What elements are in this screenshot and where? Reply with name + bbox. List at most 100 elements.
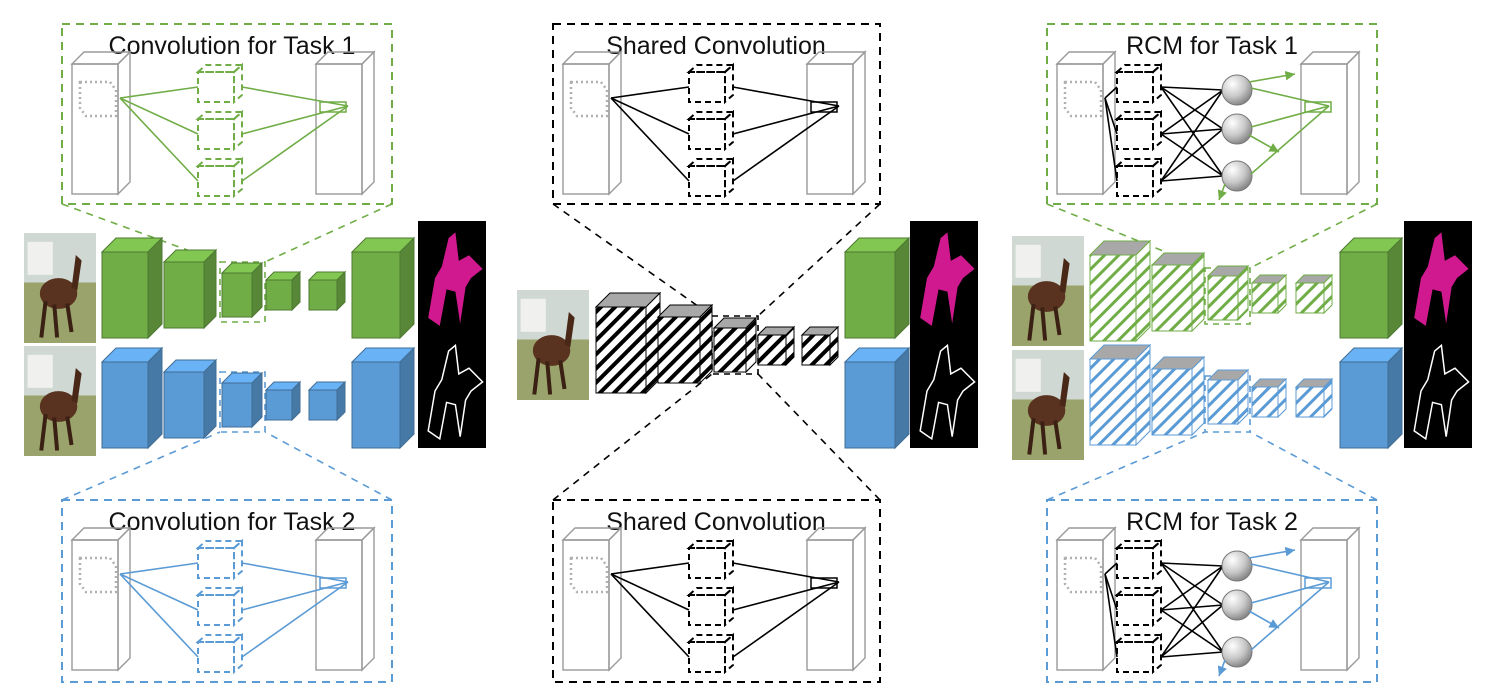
- rcm-task2-output-volume: [1299, 526, 1361, 672]
- left-task1-output-block: [350, 236, 416, 340]
- mid-task1-output-block: [843, 236, 911, 340]
- rcm-task2-edge-map: [1404, 334, 1472, 448]
- rcm-task1-edge-in-2: [1104, 97, 1118, 135]
- left-task2-encoder-layer-4: [264, 380, 302, 422]
- rcm-task2-cross-edge-1-1: [1160, 562, 1224, 567]
- rcm-task1-input-volume: [1055, 50, 1117, 196]
- rcm-task2-input-photo: [1012, 350, 1084, 460]
- rcm-task2-cross-edge-3-3: [1160, 651, 1224, 658]
- conv-task2-kernel-2: [195, 585, 245, 628]
- shared-bottom-edge-in-3: [610, 573, 690, 658]
- panel-conv-task2-frame: [61, 499, 393, 683]
- rcm-task2-encoder-layer-2: [1150, 355, 1206, 437]
- rcm-task1-neuron-sphere-1: [1221, 74, 1253, 106]
- rcm-task2-neuron-edge-3: [1250, 581, 1330, 651]
- conv-task1-input-volume: [70, 50, 132, 196]
- shared-top-kernel-2: [686, 109, 736, 152]
- panel-rcm-task2-title: RCM for Task 2: [1126, 508, 1298, 536]
- conv-task1-edge-in-1: [119, 86, 199, 99]
- rcm-task2-edge-in-3: [1104, 573, 1118, 658]
- rcm-task1-arrow-2: [1248, 134, 1280, 153]
- conv-task1-kernel-2: [195, 109, 245, 152]
- panel-conv-task1-title: Convolution for Task 1: [109, 32, 356, 60]
- rcm-task1-output-block: [1338, 236, 1404, 340]
- rcm-task2-cross-edge-2-2: [1160, 604, 1224, 611]
- shared-bottom-receptive-field: [569, 556, 609, 594]
- conv-task1-kernel-3: [195, 156, 245, 199]
- shared-bottom-edge-in-2: [610, 573, 690, 611]
- panel-rcm-task1-frame: [1046, 23, 1378, 205]
- left-task1-encoder-layer-1: [100, 236, 164, 340]
- rcm-task2-neuron-sphere-2: [1221, 589, 1253, 621]
- shared-encoder-layer-3: [712, 316, 758, 374]
- panel-rcm-task1-title: RCM for Task 1: [1126, 32, 1298, 60]
- input-output-images: [24, 221, 1472, 460]
- rcm-task1-cross-edge-1-1: [1160, 86, 1224, 91]
- conv-task2-edge-out-2: [241, 581, 349, 611]
- shared-top-edge-out-1: [732, 86, 840, 107]
- left-task2-output-block: [350, 346, 416, 450]
- rcm-task2-encoder-layer-4: [1250, 377, 1288, 419]
- rcm-task2-arrow-2: [1248, 610, 1280, 629]
- rcm-task1-encoder-layer-4: [1250, 273, 1288, 315]
- rcm-task1-edge-in-3: [1104, 97, 1118, 182]
- panel-shared-top-title: Shared Convolution: [606, 32, 826, 60]
- rcm-task2-neuron-edge-1: [1250, 563, 1330, 583]
- rcm-task2-cross-edge-3-1: [1160, 565, 1224, 658]
- rcm-task2-edge-in-2: [1104, 573, 1118, 611]
- shared-top-edge-out-2: [732, 105, 840, 135]
- rcm-task2-cross-edge-2-1: [1160, 565, 1224, 611]
- shared-bottom-kernel-3: [686, 632, 736, 675]
- rcm-task2-arrow-1: [1248, 546, 1296, 559]
- rcm-task1-neuron-edge-2: [1250, 105, 1330, 128]
- left-task1-encoder-layer-2: [162, 248, 218, 330]
- rcm-task1-cross-edge-3-1: [1160, 89, 1224, 182]
- shared-bottom-kernel-2: [686, 585, 736, 628]
- shared-encoder-layer-4: [756, 325, 796, 367]
- left-task2-encoder-layer-2: [162, 358, 218, 440]
- conv-task2-input-volume: [70, 526, 132, 672]
- rcm-task2-kernel-1: [1114, 538, 1164, 581]
- shared-bottom-edge-out-3: [732, 581, 840, 658]
- rcm-task1-encoder-layer-2: [1150, 251, 1206, 333]
- mid-task2-output-block: [843, 346, 911, 450]
- conv-task1-receptive-field: [78, 80, 118, 118]
- rcm-task1-encoder-layer-5: [1294, 273, 1334, 315]
- rcm-task2-neuron-edge-2: [1250, 581, 1330, 604]
- rcm-task1-cross-edge-2-2: [1160, 128, 1224, 135]
- rcm-task2-encoder-layer-5: [1294, 377, 1334, 419]
- shared-top-edge-in-3: [610, 97, 690, 182]
- rcm-task1-cross-edge-3-2: [1160, 128, 1224, 182]
- rcm-task2-edge-in-1: [1104, 562, 1118, 575]
- shared-bottom-edge-in-1: [610, 562, 690, 575]
- rcm-task2-kernel-2: [1114, 585, 1164, 628]
- conv-task1-kernel-1: [195, 62, 245, 105]
- rcm-task2-output-pixel: [1304, 577, 1332, 589]
- panel-frames: [61, 23, 1378, 683]
- rcm-task1-arrow-3: [1217, 183, 1227, 201]
- left-task1-segmentation-mask: [418, 221, 486, 335]
- rcm-task1-cross-edge-3-3: [1160, 175, 1224, 182]
- shared-top-edge-out-3: [732, 105, 840, 182]
- shared-top-kernel-3: [686, 156, 736, 199]
- rcm-task1-input-photo: [1012, 236, 1084, 346]
- rcm-task1-encoder-layer-1: [1088, 239, 1152, 343]
- panel-shared-bottom-title: Shared Convolution: [606, 508, 826, 536]
- rcm-task1-kernel-3: [1114, 156, 1164, 199]
- conv-task1-edge-out-1: [241, 86, 349, 107]
- conv-task2-receptive-field: [78, 556, 118, 594]
- rcm-task2-neuron-sphere-1: [1221, 550, 1253, 582]
- rcm-task2-receptive-field: [1063, 556, 1103, 594]
- left-task2-encoder-layer-5: [307, 380, 347, 422]
- panel-conv-task1-frame: [61, 23, 393, 205]
- conv-task2-kernel-1: [195, 538, 245, 581]
- shared-top-edge-in-2: [610, 97, 690, 135]
- rcm-task2-cross-edge-3-2: [1160, 604, 1224, 658]
- rcm-task2-encoder-layer-3: [1206, 368, 1250, 426]
- panel-internals: [70, 50, 1361, 677]
- conv-task2-edge-out-1: [241, 562, 349, 583]
- rcm-task1-encoder-layer-3: [1206, 264, 1250, 322]
- left-task1-encoder-layer-3: [220, 261, 264, 319]
- rcm-task2-arrow-3: [1217, 659, 1227, 677]
- rcm-task1-cross-edge-2-1: [1160, 89, 1224, 135]
